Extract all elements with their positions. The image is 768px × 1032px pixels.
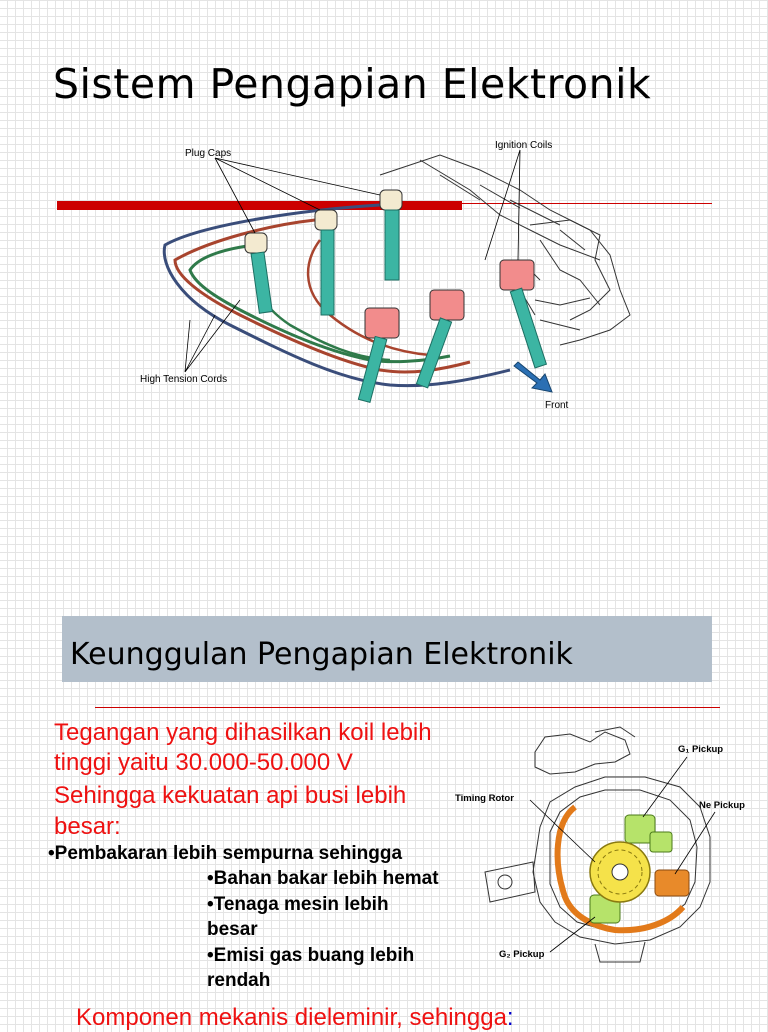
g1-pickup-label: G₁ Pickup	[678, 744, 724, 755]
red-text-line-4: besar:	[54, 813, 121, 840]
g2-pickup-label: G₂ Pickup	[499, 949, 545, 960]
plug-caps-label: Plug Caps	[185, 148, 232, 159]
ignition-coils-label: Ignition Coils	[495, 140, 553, 151]
bottom-text-colon: :	[506, 1004, 514, 1031]
slide-title-2: Keunggulan Pengapian Elektronik	[70, 637, 573, 672]
bullet-item-continued: rendah	[207, 970, 271, 991]
red-text-line-3: Sehingga kekuatan api busi lebih	[54, 782, 407, 809]
red-accent-line-2	[95, 707, 720, 708]
bottom-text: Komponen mekanis dieleminir, sehingga:	[76, 1003, 514, 1032]
slide-title-banner	[62, 616, 712, 682]
ignition-diagram-svg	[162, 149, 631, 403]
red-text-line-2: tinggi yaitu 30.000-50.000 V	[54, 749, 353, 776]
ignition-system-diagram: Plug Caps Ignition Coils High Tension Co…	[140, 130, 640, 430]
distributor-pickup-diagram: G₁ Pickup Ne Pickup Timing Rotor G₂ Pick…	[455, 722, 768, 972]
distributor-diagram-svg	[484, 726, 716, 963]
bullet-item: •Emisi gas buang lebih	[207, 945, 415, 966]
bullet-item: •Tenaga mesin lebih	[207, 894, 389, 915]
high-tension-cords-label: High Tension Cords	[140, 374, 228, 385]
red-accent-bar	[57, 201, 462, 210]
bullet-item: •Pembakaran lebih sempurna sehingga	[48, 843, 403, 864]
bullet-item: •Bahan bakar lebih hemat	[207, 868, 439, 889]
ne-pickup-label: Ne Pickup	[699, 800, 745, 811]
timing-rotor-label: Timing Rotor	[455, 793, 514, 804]
front-label: Front	[545, 400, 569, 411]
slide-title: Sistem Pengapian Elektronik	[53, 60, 652, 108]
bullet-item-continued: besar	[207, 919, 258, 940]
red-accent-line	[462, 203, 712, 204]
red-text-line-1: Tegangan yang dihasilkan koil lebih	[54, 719, 432, 746]
bottom-text-main: Komponen mekanis dieleminir, sehingga	[76, 1004, 507, 1031]
